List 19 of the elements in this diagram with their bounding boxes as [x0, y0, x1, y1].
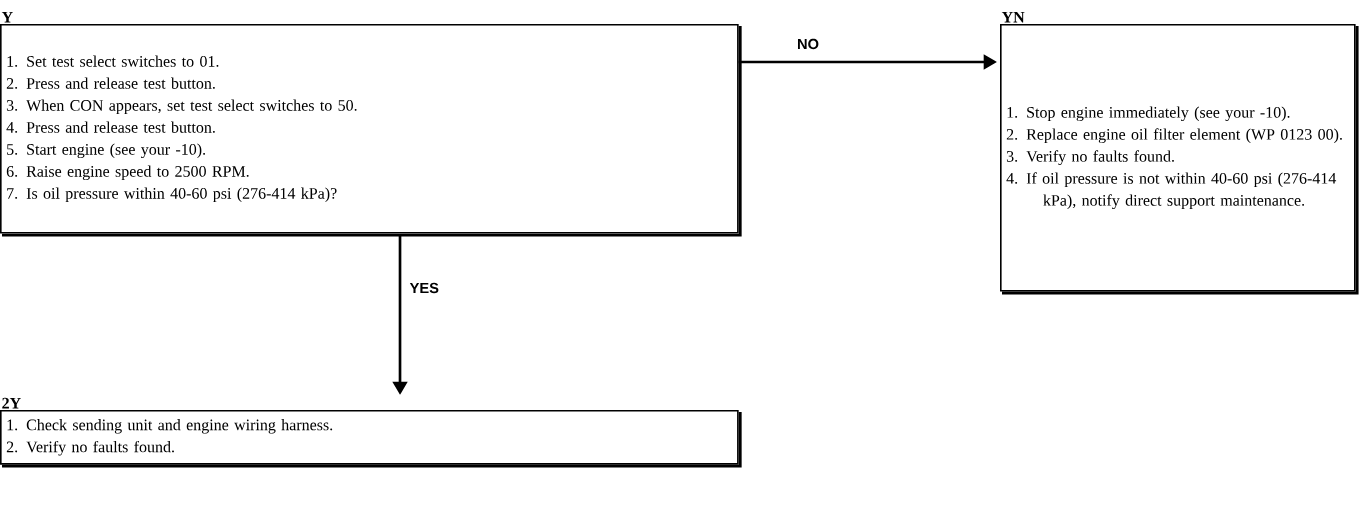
- node-label: 5. Start engine (see your -10).: [7, 143, 206, 159]
- node-label: 2. Press and release test button.: [6, 77, 215, 89]
- node-label: 6. Raise engine speed to 2500 RPM.: [6, 165, 249, 181]
- step-heading: YN: [1001, 11, 1025, 23]
- step-heading: 2Y: [2, 397, 21, 409]
- step-box: 1. Set test select switches to 01. 2. Press and release test button. 3. When CON appears, set test select switches to 50. 4. Press and release test button. 5. Start engine (see your -10). 6. Raise engine speed to 2500 RPM. 7. Is oil pressure within 40-60 psi (276-414 kPa)?: [0, 24, 742, 237]
- step-box: 1. Check sending unit and engine wiring harness. 2. Verify no faults found.: [0, 410, 742, 468]
- node-label: 3. Verify no faults found.: [1006, 150, 1174, 166]
- node-label: 1. Stop engine immediately (see your -10).: [1007, 106, 1290, 122]
- node-label: 4. Press and release test button.: [6, 121, 215, 133]
- node-label: 1. Set test select switches to 01.: [7, 55, 219, 67]
- edge-label: NO: [798, 38, 819, 50]
- node-label: 4. If oil pressure is not within 40-60 psi (276-414 kPa), notify direct support maintenance.: [1006, 172, 1337, 210]
- node-label: 2. Replace engine oil filter element (WP 0123 00).: [1006, 128, 1342, 144]
- node-label: 7. Is oil pressure within 40-60 psi (276-414 kPa)?: [7, 187, 337, 203]
- step-heading: Y: [1, 11, 13, 23]
- step-box: 1. Stop engine immediately (see your -10). 2. Replace engine oil filter element (WP 0123 00). 3. Verify no faults found. 4. If oil pressure is not within 40-60 psi (276-414 kPa), notify direct support maintenance.: [1000, 24, 1359, 295]
- node-label: 3. When CON appears, set test select switches to 50.: [6, 99, 357, 115]
- edge-label: YES: [409, 282, 439, 294]
